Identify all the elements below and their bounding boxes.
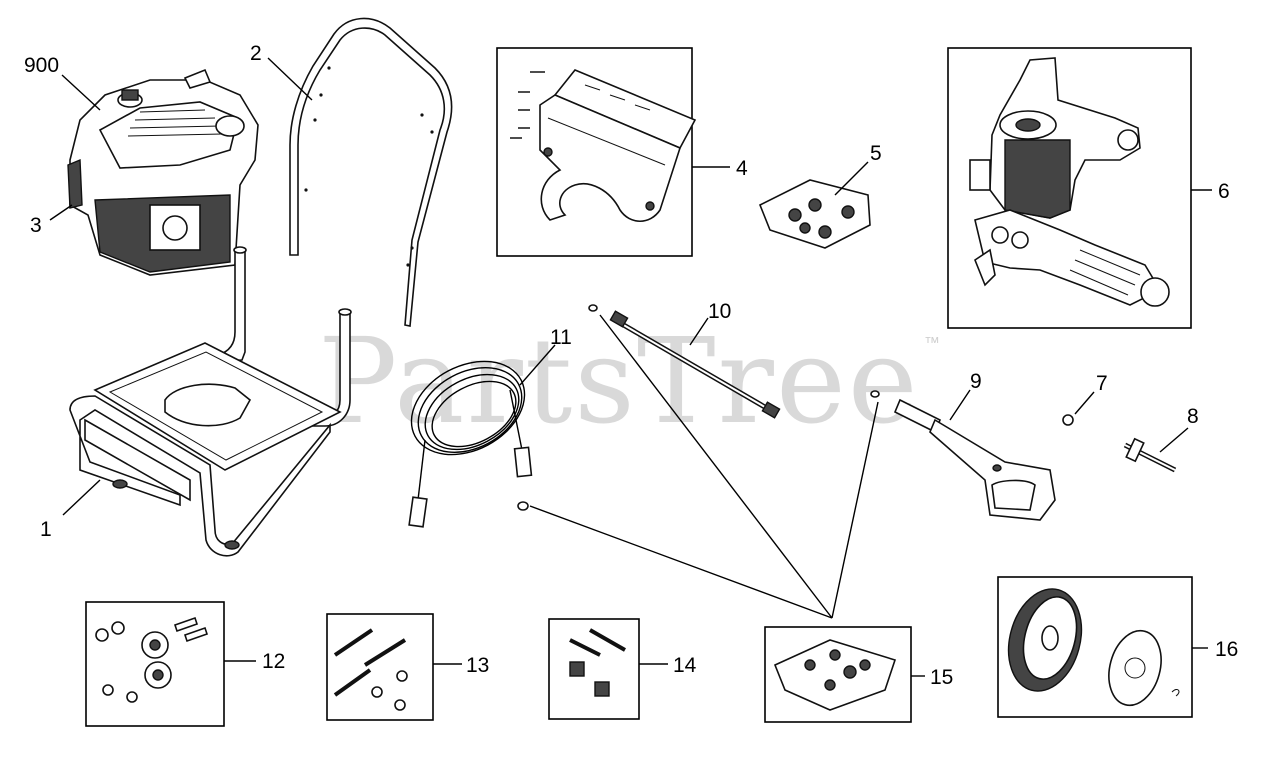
pump-part: [969, 57, 1170, 307]
hardware-kit-15-parts: [773, 639, 897, 711]
frame-part[interactable]: [69, 246, 352, 557]
part-label-4[interactable]: 4: [736, 157, 748, 180]
part-label-13[interactable]: 13: [466, 654, 489, 677]
part-label-9[interactable]: 9: [970, 370, 982, 393]
hose-part[interactable]: [395, 343, 540, 528]
wheel-part: [1007, 588, 1180, 707]
watermark-trademark: ™: [924, 335, 940, 352]
bracket-kit-box[interactable]: [496, 47, 693, 257]
spray-gun-part[interactable]: [870, 390, 1056, 521]
wheel-kit-box[interactable]: [997, 576, 1193, 718]
hardware-kit-15-box[interactable]: [764, 626, 912, 723]
part-label-15[interactable]: 15: [930, 666, 953, 689]
leader-lines: [49, 57, 1212, 677]
hardware-kit-12-box[interactable]: [85, 601, 225, 727]
hardware-kit-13-box[interactable]: [326, 613, 434, 721]
part-label-11[interactable]: 11: [550, 326, 572, 349]
hardware-kit-14-parts: [569, 628, 626, 697]
hardware-pack-5[interactable]: [758, 179, 871, 249]
part-label-12[interactable]: 12: [262, 650, 285, 673]
part-label-900[interactable]: 900: [24, 54, 59, 77]
axle-bolt-part[interactable]: [1123, 437, 1177, 473]
part-label-3[interactable]: 3: [30, 214, 42, 237]
part-label-1[interactable]: 1: [40, 518, 52, 541]
part-label-2[interactable]: 2: [250, 42, 262, 65]
handle-part[interactable]: [289, 17, 453, 327]
part-label-6[interactable]: 6: [1218, 180, 1230, 203]
bracket-part: [510, 69, 697, 223]
part-label-10[interactable]: 10: [708, 300, 731, 323]
part-label-7[interactable]: 7: [1096, 372, 1108, 395]
part-label-16[interactable]: 16: [1215, 638, 1238, 661]
engine-part[interactable]: [67, 68, 259, 276]
reference-lines-15: [529, 314, 879, 619]
hardware-kit-13-parts: [333, 628, 408, 711]
hardware-kit-12-parts: [95, 616, 209, 703]
lance-part[interactable]: [588, 304, 781, 419]
watermark-text: PartsTree: [318, 312, 920, 450]
pump-box[interactable]: [947, 47, 1192, 329]
part-label-8[interactable]: 8: [1187, 405, 1199, 428]
hardware-kit-14-box[interactable]: [548, 618, 640, 720]
part-label-5[interactable]: 5: [870, 142, 882, 165]
nut-part[interactable]: [1062, 414, 1074, 426]
part-label-14[interactable]: 14: [673, 654, 697, 677]
